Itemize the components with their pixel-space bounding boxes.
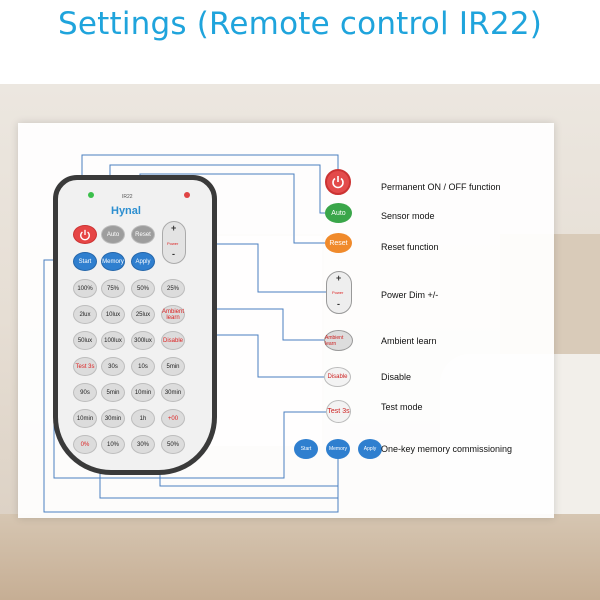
dim-power-text: Power (332, 290, 344, 295)
remote-button-3-0[interactable]: Test 3s (73, 357, 97, 376)
remote-button-0-2[interactable]: 50% (131, 279, 155, 298)
remote-button-0-0[interactable]: 100% (73, 279, 97, 298)
power-icon (325, 169, 351, 195)
test-mode-label: Test mode (381, 402, 423, 412)
disable-icon: Disable (324, 367, 351, 387)
remote-button-2-1[interactable]: 100lux (101, 331, 125, 350)
power-symbol-icon (80, 229, 90, 240)
auto-button[interactable]: Auto (101, 225, 125, 244)
disable-label: Disable (381, 372, 412, 382)
ambient-learn-icon: Ambient learn (324, 330, 353, 351)
remote-button-1-3[interactable]: Ambient learn (161, 305, 185, 324)
red-led-icon (184, 192, 190, 198)
remote-button-4-2[interactable]: 10min (131, 383, 155, 402)
dim-center-label: Power (167, 241, 179, 246)
apply-button[interactable]: Apply (131, 252, 155, 271)
dim-minus-icon: - (337, 299, 340, 309)
background-floor (0, 514, 600, 600)
brand-logo: Hynal (111, 205, 141, 217)
power-dim-rocker[interactable]: + Power - (162, 221, 186, 264)
power-function-label: Permanent ON / OFF function (381, 182, 501, 192)
remote-button-3-3[interactable]: 5min (161, 357, 185, 376)
apply-icon: Apply (358, 439, 382, 459)
remote-button-0-1[interactable]: 75% (101, 279, 125, 298)
remote-button-0-3[interactable]: 25% (161, 279, 185, 298)
start-button[interactable]: Start (73, 252, 97, 271)
remote-button-5-1[interactable]: 30min (101, 409, 125, 428)
remote-button-4-1[interactable]: 5min (101, 383, 125, 402)
reset-icon: Reset (325, 233, 352, 253)
remote-button-5-0[interactable]: 10min (73, 409, 97, 428)
reset-button[interactable]: Reset (131, 225, 155, 244)
remote-button-6-3[interactable]: 50% (161, 435, 185, 454)
power-dim-icon: + Power - (326, 271, 352, 314)
remote-button-2-3[interactable]: Disable (161, 331, 185, 350)
remote-button-3-1[interactable]: 30s (101, 357, 125, 376)
test-icon: Test 3s (326, 400, 351, 423)
connector-ambient (207, 308, 324, 341)
plus-icon: + (171, 223, 177, 233)
power-dim-label: Power Dim +/- (381, 290, 439, 300)
remote-button-6-1[interactable]: 10% (101, 435, 125, 454)
memory-icon: Memory (326, 439, 350, 459)
auto-icon: Auto (325, 203, 352, 223)
connector-disable (207, 334, 324, 378)
page-title: Settings (Remote control IR22) (57, 6, 543, 42)
remote-button-2-2[interactable]: 300lux (131, 331, 155, 350)
ir-label: IR22 (122, 194, 133, 200)
remote-button-5-3[interactable]: +00 (161, 409, 185, 428)
ambient-icon-text: Ambient learn (325, 334, 344, 347)
remote-button-3-2[interactable]: 10s (131, 357, 155, 376)
memory-button[interactable]: Memory (101, 252, 125, 271)
remote-button-6-2[interactable]: 30% (131, 435, 155, 454)
ambient-learn-label: Ambient learn (381, 336, 437, 346)
memory-commissioning-label: One-key memory commissioning (381, 444, 513, 454)
test-icon-text: Test 3s (327, 408, 350, 415)
remote-button-1-1[interactable]: 10lux (101, 305, 125, 324)
auto-icon-text: Auto (331, 209, 346, 217)
memory-icon-text: Memory (328, 446, 348, 452)
remote-button-4-0[interactable]: 90s (73, 383, 97, 402)
start-icon-text: Start (300, 446, 312, 452)
remote-button-1-2[interactable]: 25lux (131, 305, 155, 324)
green-led-icon (88, 192, 94, 198)
dim-plus-icon: + (336, 273, 342, 283)
reset-function-label: Reset function (381, 242, 439, 252)
minus-icon: - (172, 249, 175, 259)
start-icon: Start (294, 439, 318, 459)
apply-icon-text: Apply (363, 446, 377, 452)
sensor-mode-label: Sensor mode (381, 211, 435, 221)
power-button[interactable] (73, 225, 97, 244)
remote-button-4-3[interactable]: 30min (161, 383, 185, 402)
power-symbol-icon (332, 176, 344, 189)
remote-button-1-0[interactable]: 2lux (73, 305, 97, 324)
disable-icon-text: Disable (327, 374, 348, 380)
reset-icon-text: Reset (329, 239, 348, 247)
connector-dim (188, 243, 326, 293)
remote-button-2-0[interactable]: 50lux (73, 331, 97, 350)
remote-button-5-2[interactable]: 1h (131, 409, 155, 428)
remote-button-6-0[interactable]: 0% (73, 435, 97, 454)
